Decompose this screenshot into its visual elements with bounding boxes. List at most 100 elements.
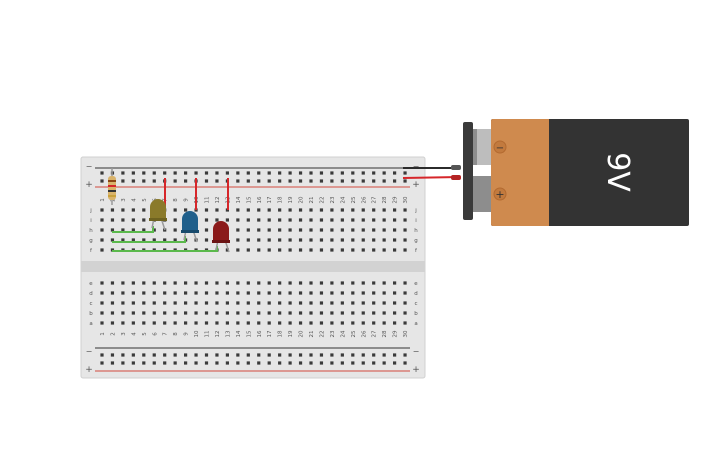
terminal-hole[interactable] — [372, 291, 376, 295]
rail-hole[interactable] — [319, 361, 324, 365]
terminal-hole[interactable] — [288, 291, 292, 295]
terminal-hole[interactable] — [236, 321, 240, 325]
rail-hole[interactable] — [204, 353, 209, 357]
terminal-hole[interactable] — [340, 301, 344, 305]
terminal-hole[interactable] — [121, 228, 125, 232]
rail-hole[interactable] — [184, 361, 188, 365]
terminal-hole[interactable] — [246, 208, 250, 212]
terminal-hole[interactable] — [351, 248, 355, 252]
terminal-hole[interactable] — [340, 248, 344, 252]
terminal-hole[interactable] — [142, 238, 146, 242]
terminal-hole[interactable] — [309, 208, 313, 212]
terminal-hole[interactable] — [382, 301, 386, 305]
terminal-hole[interactable] — [403, 301, 407, 305]
rail-hole[interactable] — [330, 179, 334, 183]
terminal-hole[interactable] — [319, 228, 324, 232]
rail-hole[interactable] — [361, 179, 365, 183]
terminal-hole[interactable] — [121, 281, 125, 285]
terminal-hole[interactable] — [142, 281, 146, 285]
rail-hole[interactable] — [173, 361, 177, 365]
terminal-hole[interactable] — [110, 281, 115, 285]
terminal-hole[interactable] — [257, 248, 261, 252]
terminal-hole[interactable] — [246, 301, 250, 305]
terminal-hole[interactable] — [351, 238, 355, 242]
terminal-hole[interactable] — [393, 228, 397, 232]
rail-hole[interactable] — [173, 171, 177, 175]
terminal-hole[interactable] — [246, 238, 250, 242]
rail-hole[interactable] — [204, 361, 209, 365]
rail-hole[interactable] — [351, 179, 355, 183]
rail-hole[interactable] — [361, 361, 365, 365]
terminal-hole[interactable] — [309, 281, 313, 285]
terminal-hole[interactable] — [351, 218, 355, 222]
terminal-hole[interactable] — [372, 208, 376, 212]
rail-hole[interactable] — [184, 179, 188, 183]
terminal-hole[interactable] — [100, 238, 104, 242]
terminal-hole[interactable] — [403, 238, 407, 242]
rail-hole[interactable] — [340, 179, 344, 183]
terminal-hole[interactable] — [382, 218, 386, 222]
terminal-hole[interactable] — [340, 321, 344, 325]
terminal-hole[interactable] — [204, 321, 209, 325]
terminal-hole[interactable] — [382, 248, 386, 252]
terminal-hole[interactable] — [257, 321, 261, 325]
terminal-hole[interactable] — [319, 311, 324, 315]
rail-hole[interactable] — [361, 353, 365, 357]
terminal-hole[interactable] — [372, 218, 376, 222]
rail-hole[interactable] — [267, 171, 271, 175]
terminal-hole[interactable] — [131, 291, 135, 295]
rail-hole[interactable] — [351, 171, 355, 175]
rail-hole[interactable] — [142, 353, 146, 357]
rail-hole[interactable] — [288, 171, 292, 175]
rail-hole[interactable] — [372, 179, 376, 183]
terminal-hole[interactable] — [278, 301, 282, 305]
terminal-hole[interactable] — [330, 208, 334, 212]
terminal-hole[interactable] — [236, 301, 240, 305]
terminal-hole[interactable] — [131, 218, 135, 222]
terminal-hole[interactable] — [215, 218, 219, 222]
terminal-hole[interactable] — [278, 321, 282, 325]
terminal-hole[interactable] — [267, 248, 271, 252]
terminal-hole[interactable] — [142, 311, 146, 315]
terminal-hole[interactable] — [121, 311, 125, 315]
terminal-hole[interactable] — [309, 218, 313, 222]
rail-hole[interactable] — [382, 171, 386, 175]
terminal-hole[interactable] — [246, 248, 250, 252]
rail-hole[interactable] — [298, 361, 303, 365]
terminal-hole[interactable] — [393, 311, 397, 315]
terminal-hole[interactable] — [152, 311, 156, 315]
terminal-hole[interactable] — [309, 311, 313, 315]
terminal-hole[interactable] — [152, 291, 156, 295]
terminal-hole[interactable] — [236, 238, 240, 242]
rail-hole[interactable] — [372, 361, 376, 365]
rail-hole[interactable] — [278, 179, 282, 183]
terminal-hole[interactable] — [330, 321, 334, 325]
rail-hole[interactable] — [393, 353, 397, 357]
terminal-hole[interactable] — [163, 311, 167, 315]
terminal-hole[interactable] — [225, 281, 229, 285]
rail-hole[interactable] — [131, 171, 135, 175]
rail-hole[interactable] — [309, 171, 313, 175]
terminal-hole[interactable] — [257, 238, 261, 242]
terminal-hole[interactable] — [131, 321, 135, 325]
rail-hole[interactable] — [393, 179, 397, 183]
rail-hole[interactable] — [110, 361, 115, 365]
rail-hole[interactable] — [204, 179, 209, 183]
terminal-hole[interactable] — [194, 301, 198, 305]
terminal-hole[interactable] — [382, 238, 386, 242]
terminal-hole[interactable] — [351, 228, 355, 232]
terminal-hole[interactable] — [340, 228, 344, 232]
rail-hole[interactable] — [351, 353, 355, 357]
rail-hole[interactable] — [225, 353, 229, 357]
rail-hole[interactable] — [131, 361, 135, 365]
terminal-hole[interactable] — [372, 228, 376, 232]
terminal-hole[interactable] — [372, 311, 376, 315]
terminal-hole[interactable] — [372, 321, 376, 325]
terminal-hole[interactable] — [403, 218, 407, 222]
terminal-hole[interactable] — [163, 281, 167, 285]
rail-hole[interactable] — [121, 179, 125, 183]
terminal-hole[interactable] — [351, 311, 355, 315]
terminal-hole[interactable] — [403, 248, 407, 252]
terminal-hole[interactable] — [194, 311, 198, 315]
